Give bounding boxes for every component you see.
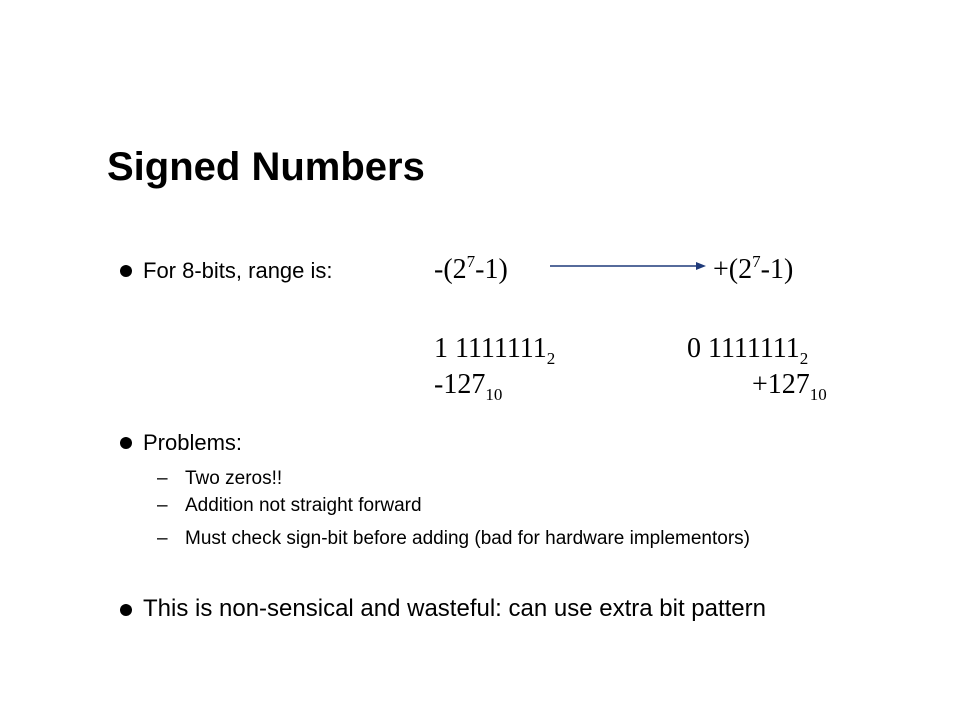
- max-binary-base: 2: [799, 349, 809, 368]
- bullet-dot: [120, 437, 132, 449]
- max-decimal-base: 10: [809, 385, 827, 404]
- min-expr-prefix: -(2: [434, 254, 467, 285]
- max-binary: 0 11111112: [687, 333, 809, 368]
- sub-bullet-dash: –: [157, 468, 168, 489]
- max-expr-exponent: 7: [752, 252, 761, 271]
- max-expr-prefix: +(2: [713, 254, 753, 285]
- min-decimal-base: 10: [485, 385, 503, 404]
- bullet-range-text: For 8-bits, range is:: [143, 258, 333, 283]
- slide-title: Signed Numbers: [107, 145, 425, 189]
- bullet-problems-text: Problems:: [143, 430, 243, 455]
- bullet-dot: [120, 604, 132, 616]
- sub-bullet-dash: –: [157, 528, 168, 549]
- range-arrow: [550, 262, 706, 270]
- max-binary-value: 0 1111111: [687, 333, 800, 364]
- bullet-dot: [120, 265, 132, 277]
- problem-item: Must check sign-bit before adding (bad f…: [185, 528, 750, 549]
- min-expr-exponent: 7: [466, 252, 476, 271]
- min-binary-base: 2: [546, 349, 556, 368]
- problem-item: Two zeros!!: [185, 468, 283, 489]
- min-binary-value: 1 1111111: [434, 333, 547, 364]
- problem-item: Addition not straight forward: [185, 495, 422, 516]
- sub-bullet-dash: –: [157, 495, 168, 516]
- bullet-wasteful-text: This is non-sensical and wasteful: can u…: [143, 595, 766, 622]
- min-binary: 1 11111112: [434, 333, 556, 368]
- min-expr-suffix: -1): [475, 254, 508, 285]
- min-decimal-value: -127: [434, 369, 486, 400]
- max-expr-suffix: -1): [760, 254, 794, 285]
- range-min-expression: -(27-1): [434, 252, 508, 286]
- range-max-expression: +(27-1): [713, 252, 794, 286]
- max-decimal-value: +127: [752, 369, 810, 400]
- min-decimal: -12710: [434, 369, 503, 404]
- max-decimal: +12710: [752, 369, 827, 404]
